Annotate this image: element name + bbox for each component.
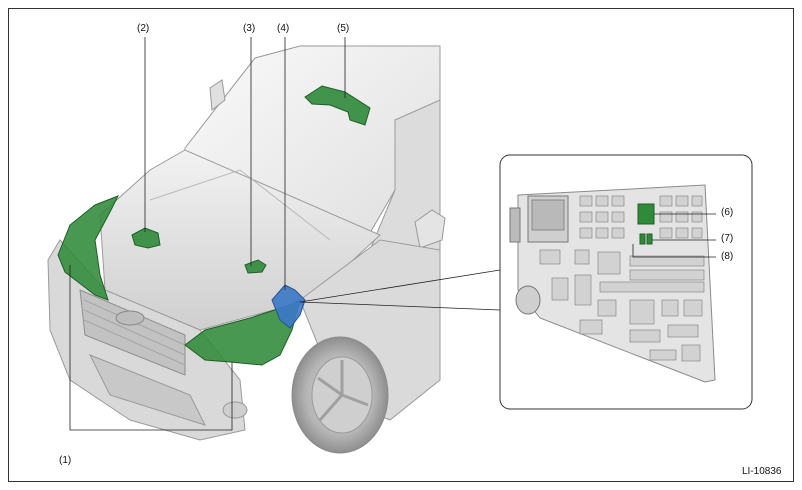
round-connector	[515, 285, 541, 315]
component-1-right-headlamp	[184, 299, 301, 366]
component-6	[637, 203, 655, 225]
inset-connector	[299, 269, 501, 311]
component-5	[304, 85, 371, 126]
callout-7: (7)	[721, 233, 734, 244]
figure-border	[8, 8, 794, 482]
component-7b	[646, 233, 653, 245]
leader-lines	[69, 37, 346, 431]
fog-light	[222, 401, 248, 419]
inset-leader-lines	[632, 213, 716, 258]
lower-intake	[88, 354, 206, 426]
fuse-grid	[539, 195, 705, 362]
component-4	[271, 284, 306, 329]
callout-4: (4)	[277, 23, 290, 34]
left-mirror	[209, 79, 226, 111]
component-7	[639, 233, 646, 245]
callout-1: (1)	[59, 455, 72, 466]
callout-5: (5)	[337, 23, 350, 34]
component-1-left-headlamp	[57, 195, 120, 301]
hood-crease	[149, 169, 331, 241]
relay-large-top	[531, 199, 565, 231]
emblem	[115, 310, 145, 326]
right-mirror	[414, 209, 446, 249]
wheel-spokes	[317, 360, 369, 421]
side-connector	[509, 207, 521, 243]
callout-8: (8)	[721, 251, 734, 262]
component-3	[244, 259, 267, 274]
figure-code: LI-10836	[742, 466, 782, 477]
relay-box-inset	[499, 154, 753, 410]
vehicle-illustration	[47, 45, 446, 454]
callout-3: (3)	[243, 23, 256, 34]
callout-6: (6)	[721, 207, 734, 218]
callout-2: (2)	[137, 23, 150, 34]
